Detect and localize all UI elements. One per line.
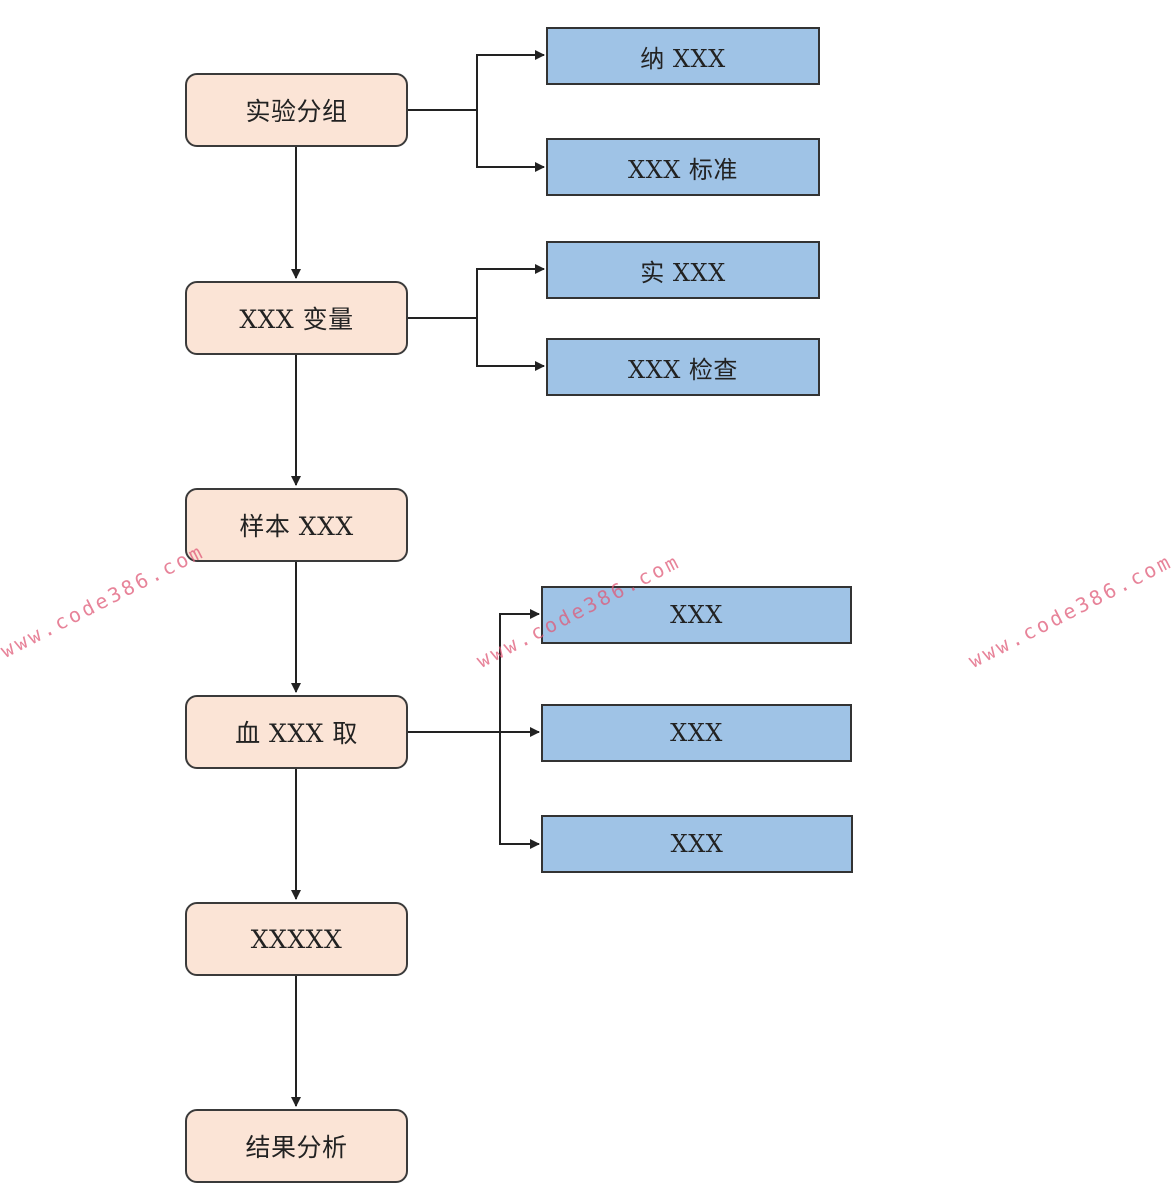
step-box-5: XXXXX [185, 902, 408, 976]
branch-connector-blood-up [499, 609, 540, 732]
branch-box-grouping-1: 纳 XXX [546, 27, 820, 85]
branch-connector-blood-down [499, 732, 540, 849]
branch-box-blood-3: XXX [541, 815, 853, 873]
branch-box-blood-2: XXX [541, 704, 852, 762]
branch-connector-variables-2 [476, 318, 545, 371]
branch-connector-grouping-2 [476, 110, 545, 172]
step-box-blood: 血 XXX 取 [185, 695, 408, 769]
branch-box-variables-2: XXX 检查 [546, 338, 820, 396]
branch-connector-grouping [408, 50, 545, 111]
step-box-sample: 样本 XXX [185, 488, 408, 562]
branch-box-variables-1: 实 XXX [546, 241, 820, 299]
step-box-grouping: 实验分组 [185, 73, 408, 147]
branch-box-grouping-2: XXX 标准 [546, 138, 820, 196]
step-box-analysis: 结果分析 [185, 1109, 408, 1183]
branch-connector-variables [408, 264, 545, 319]
step-box-variables: XXX 变量 [185, 281, 408, 355]
branch-box-blood-1: XXX [541, 586, 852, 644]
